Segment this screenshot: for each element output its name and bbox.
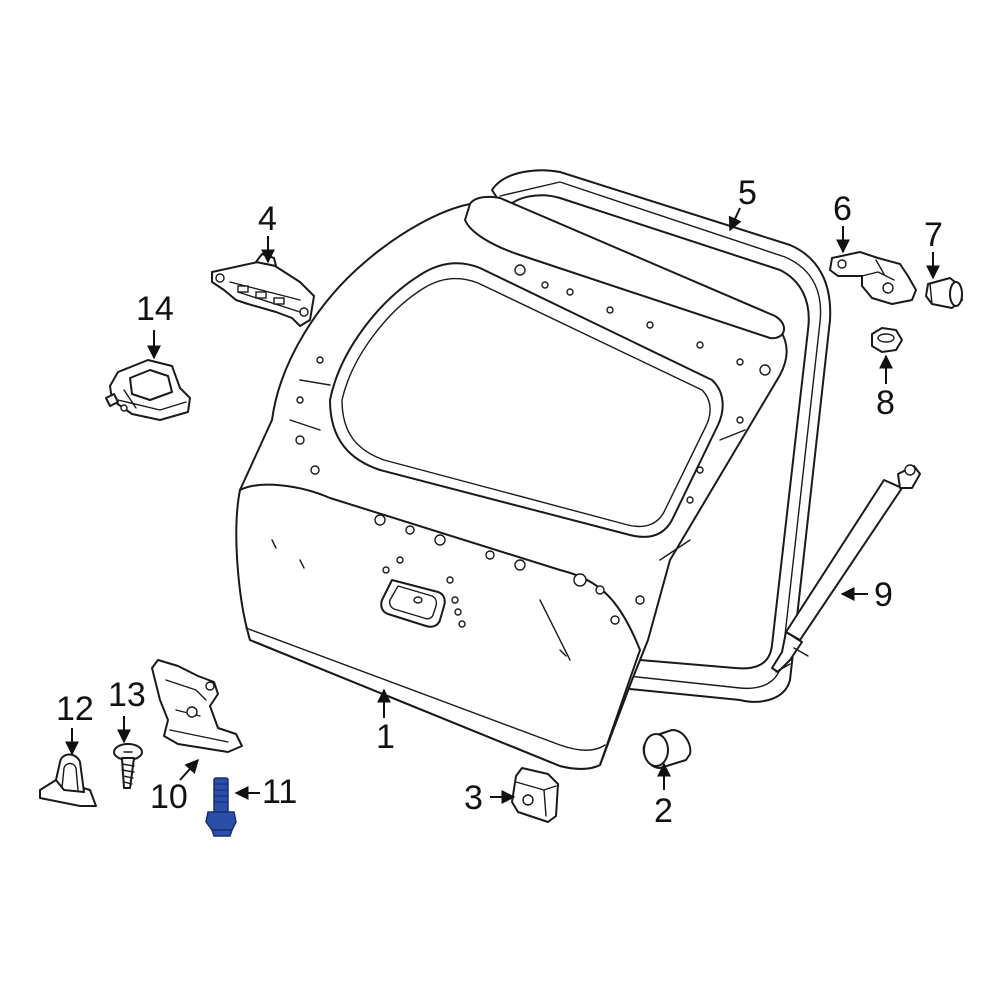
- gas-strut-part[interactable]: [771, 464, 921, 673]
- callout-9: 9: [874, 576, 893, 614]
- callout-11: 11: [262, 773, 297, 811]
- actuator-part[interactable]: [105, 359, 191, 421]
- callout-8: 8: [876, 384, 895, 422]
- clip-part[interactable]: [39, 753, 97, 807]
- leader-lines: [65, 207, 940, 804]
- callout-12: 12: [56, 690, 94, 728]
- screw-part[interactable]: [113, 743, 143, 789]
- guide-part[interactable]: [511, 767, 559, 823]
- callout-1: 1: [376, 718, 395, 756]
- leader-10: [179, 758, 199, 781]
- bracket-part[interactable]: [211, 253, 315, 327]
- liftgate-part[interactable]: [235, 195, 788, 770]
- callout-7: 7: [924, 216, 943, 254]
- striker-part[interactable]: [151, 659, 243, 753]
- callout-2: 2: [654, 792, 673, 830]
- hinge-part[interactable]: [829, 251, 917, 305]
- pin-part[interactable]: [925, 277, 963, 309]
- callout-5: 5: [738, 174, 757, 212]
- bolt-part-highlighted[interactable]: [205, 777, 237, 837]
- weatherstrip-part[interactable]: [491, 169, 832, 703]
- leader-5: [728, 207, 742, 232]
- callout-6: 6: [833, 190, 852, 228]
- callout-4: 4: [258, 200, 277, 238]
- bumper-stop-part[interactable]: [642, 729, 692, 769]
- callout-labels: 1 2 3 4 5 6 7 8 9 10 11 12 13 14: [56, 174, 943, 830]
- callout-3: 3: [464, 779, 483, 817]
- callout-14: 14: [136, 290, 174, 328]
- callout-10: 10: [150, 778, 188, 816]
- nut-part[interactable]: [871, 327, 903, 353]
- callout-13: 13: [108, 676, 146, 714]
